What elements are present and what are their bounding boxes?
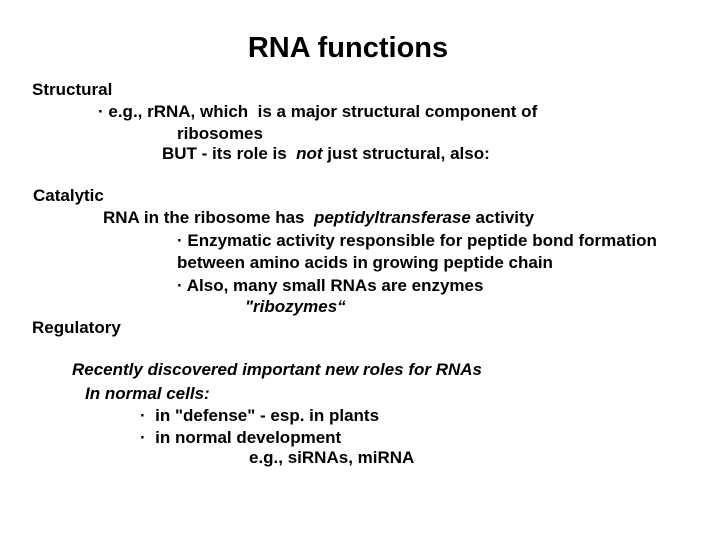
catalytic-also-bullet-line: · Also, many small RNAs are enzymes — [177, 276, 484, 295]
but-line-not-italic: not — [296, 144, 323, 163]
peptidyltransferase-italic: peptidyltransferase — [313, 208, 471, 227]
catalytic-ribozymes-line: "ribozymes“ — [245, 297, 346, 316]
ribosome-line-tail: activity — [470, 208, 535, 227]
catalytic-between-line: between amino acids in growing peptide c… — [177, 253, 553, 272]
ribosome-line-text: RNA in the ribosome has — [103, 208, 314, 227]
regulatory-examples-line: e.g., siRNAs, miRNA — [249, 448, 415, 467]
structural-but-line: BUT - its role is not just structural, a… — [162, 144, 490, 164]
regulatory-development-bullet-line: · in normal development — [140, 428, 342, 447]
regulatory-recently-line: Recently discovered important new roles … — [72, 360, 482, 379]
slide-title: RNA functions — [247, 32, 449, 64]
regulatory-normal-cells-line: In normal cells: — [85, 384, 210, 403]
catalytic-heading: Catalytic — [33, 186, 104, 205]
catalytic-enzymatic-bullet-line: · Enzymatic activity responsible for pep… — [177, 231, 657, 250]
structural-eg-bullet-line: · e.g., rRNA, which is a major structura… — [98, 102, 538, 121]
structural-heading: Structural — [32, 80, 113, 99]
structural-ribosomes-line: ribosomes — [177, 124, 263, 143]
but-line-text: BUT - its role is — [162, 144, 297, 163]
regulatory-defense-bullet-line: · in "defense" - esp. in plants — [140, 406, 380, 425]
but-line-tail: just structural, also: — [322, 144, 490, 163]
catalytic-ribosome-line: RNA in the ribosome has peptidyltransfer… — [103, 208, 534, 228]
regulatory-heading: Regulatory — [32, 318, 121, 337]
